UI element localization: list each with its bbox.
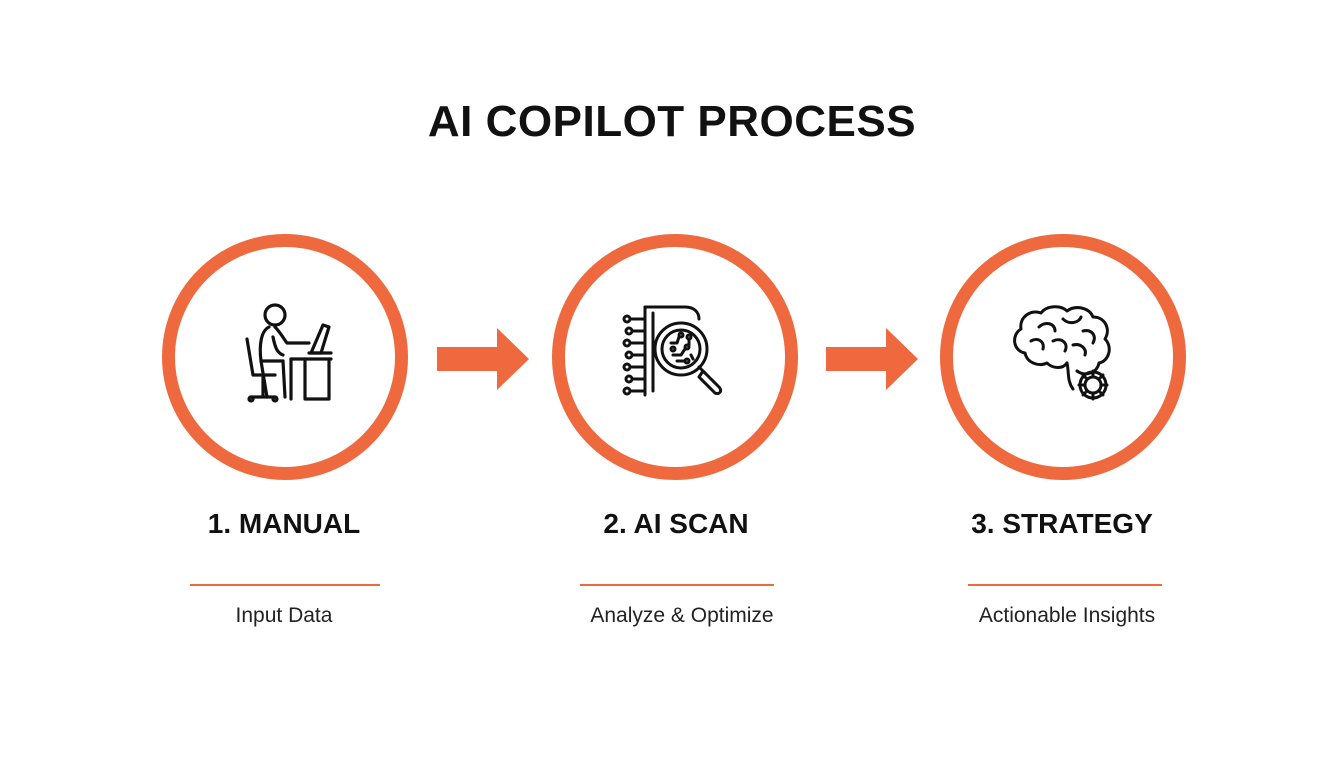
- step-2-description: Analyze & Optimize: [590, 604, 774, 627]
- step-1-title: 1. MANUAL: [207, 508, 361, 539]
- magnifier-circuit-icon: [622, 305, 723, 397]
- step-3-circle: [940, 234, 1186, 480]
- brain-gear-icon: [1013, 305, 1111, 401]
- page-title: AI COPILOT PROCESS: [427, 97, 917, 146]
- step-2-divider: [580, 584, 774, 586]
- step-3-divider: [968, 584, 1162, 586]
- arrow-right-icon: [826, 328, 918, 390]
- step-1-description: Input Data: [235, 604, 333, 627]
- step-2-circle: [552, 234, 798, 480]
- step-2-title: 2. AI SCAN: [603, 508, 749, 539]
- person-at-desk-icon: [245, 303, 333, 403]
- arrow-right-icon: [437, 328, 529, 390]
- step-1-divider: [190, 584, 380, 586]
- step-3-title: 3. STRATEGY: [971, 508, 1153, 539]
- step-1-circle: [162, 234, 408, 480]
- step-3-description: Actionable Insights: [978, 604, 1156, 627]
